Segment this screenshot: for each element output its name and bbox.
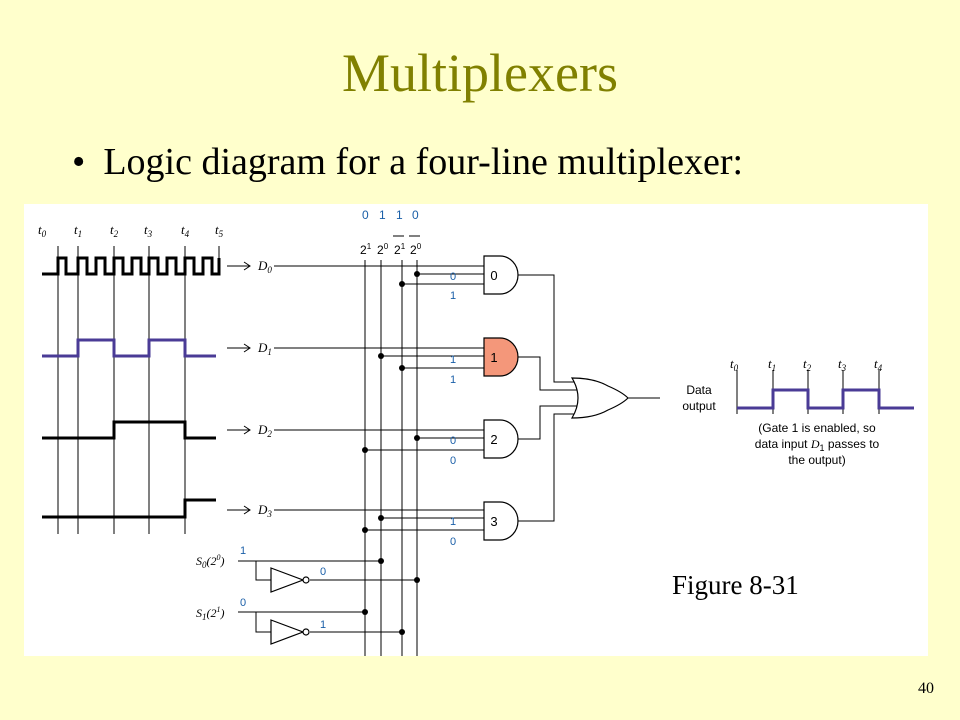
waveform-d0: [42, 256, 221, 276]
gate-input-value: 0: [450, 455, 456, 467]
note-line1: (Gate 1 is enabled, so: [758, 421, 876, 435]
time-label-t3: t3: [144, 222, 153, 239]
arrow-d1: [227, 343, 251, 353]
select-bit-value: 0: [412, 208, 419, 222]
gate-label-0: 0: [490, 268, 497, 283]
junction-dot: [362, 447, 368, 453]
select-label-s1: S1(21): [196, 605, 225, 622]
select-line-label-2pow0: 20: [377, 242, 389, 257]
waveform-d3: [42, 498, 216, 519]
and-gate-3: [483, 501, 519, 541]
page-number: 40: [918, 680, 934, 697]
input-label-d2: D2: [257, 422, 272, 439]
and-output-wire-0: [518, 274, 577, 383]
inverter-bubble: [302, 628, 310, 636]
select-value-s1: 0: [240, 597, 246, 609]
select-line-label-2pow1: 21: [360, 242, 372, 257]
and-gate-2: [483, 419, 519, 459]
waveform-d2: [42, 420, 216, 440]
select-bit-value: 1: [396, 208, 403, 222]
arrow-d3: [227, 505, 251, 515]
figure-caption: Figure 8-31: [672, 570, 799, 600]
junction-dot: [399, 365, 405, 371]
or-gate: [570, 377, 629, 419]
data-output-label-line2: output: [682, 399, 716, 413]
data-output-label-line1: Data: [686, 383, 712, 397]
select-line-label-2pow0-bar: 20: [410, 242, 422, 257]
time-label-t1: t1: [74, 222, 82, 239]
gate-input-value: 0: [450, 435, 456, 447]
gate-input-value: 0: [450, 271, 456, 283]
gate-label-1: 1: [490, 350, 497, 365]
note-line3: the output): [788, 453, 845, 467]
s0-inverter-in: [255, 561, 271, 581]
output-time-label-t0: t0: [730, 356, 739, 373]
gate-input-value: 1: [450, 374, 456, 386]
time-label-t0: t0: [38, 222, 47, 239]
select-value-s0: 1: [240, 545, 246, 557]
select-label-s0: S0(20): [196, 553, 225, 570]
junction-dot: [399, 281, 405, 287]
gate-input-value: 1: [450, 516, 456, 528]
inverter-s1: [270, 619, 305, 645]
select-bit-value: 1: [379, 208, 386, 222]
output-time-label-t3: t3: [838, 356, 847, 373]
inverter-output-value: 0: [320, 566, 326, 578]
bullet-text: • Logic diagram for a four-line multiplex…: [72, 140, 743, 184]
and-output-wire-2: [518, 405, 577, 440]
and-output-wire-1: [518, 356, 577, 391]
output-time-label-t4: t4: [874, 356, 883, 373]
mux-logic-diagram: t0 t1 t2 t3 t4 t5 D0 D1 D2 D3 0 1 1 0 21…: [24, 204, 928, 656]
gate-label-2: 2: [490, 432, 497, 447]
s1-inverter-in: [255, 612, 271, 633]
junction-dot: [378, 353, 384, 359]
time-label-t5: t5: [215, 222, 224, 239]
output-time-label-t2: t2: [803, 356, 812, 373]
input-label-d0: D0: [257, 258, 272, 275]
input-label-d1: D1: [257, 340, 272, 357]
time-label-t2: t2: [110, 222, 119, 239]
and-gate-0: [483, 255, 519, 295]
slide-title: Multiplexers: [342, 43, 618, 103]
arrow-d2: [227, 425, 251, 435]
and-gate-1: [483, 337, 519, 377]
and-output-wire-3: [518, 413, 577, 522]
select-line-label-2pow1-bar: 21: [394, 242, 406, 257]
input-label-d3: D3: [257, 502, 272, 519]
arrow-d0: [227, 261, 251, 271]
junction-dot: [414, 271, 420, 277]
mux-diagram-svg: t0 t1 t2 t3 t4 t5 D0 D1 D2 D3 0 1 1 0 21…: [38, 208, 914, 656]
time-label-t4: t4: [181, 222, 190, 239]
junction-dot: [414, 435, 420, 441]
waveform-d1: [42, 338, 216, 358]
gate-input-value: 0: [450, 536, 456, 548]
output-waveform: [737, 388, 914, 410]
junction-dot: [378, 515, 384, 521]
gate-input-value: 1: [450, 354, 456, 366]
output-time-label-t1: t1: [768, 356, 776, 373]
inverter-bubble: [302, 576, 310, 584]
gate-input-value: 1: [450, 290, 456, 302]
bullet-label: Logic diagram for a four-line multiplexe…: [103, 141, 744, 183]
junction-dot: [362, 527, 368, 533]
inverter-output-value: 1: [320, 619, 326, 631]
bullet-dot: •: [72, 141, 86, 183]
note-line2: data input D1 passes to: [755, 437, 880, 453]
inverter-s0: [270, 567, 305, 593]
gate-label-3: 3: [490, 514, 497, 529]
select-bit-value: 0: [362, 208, 369, 222]
